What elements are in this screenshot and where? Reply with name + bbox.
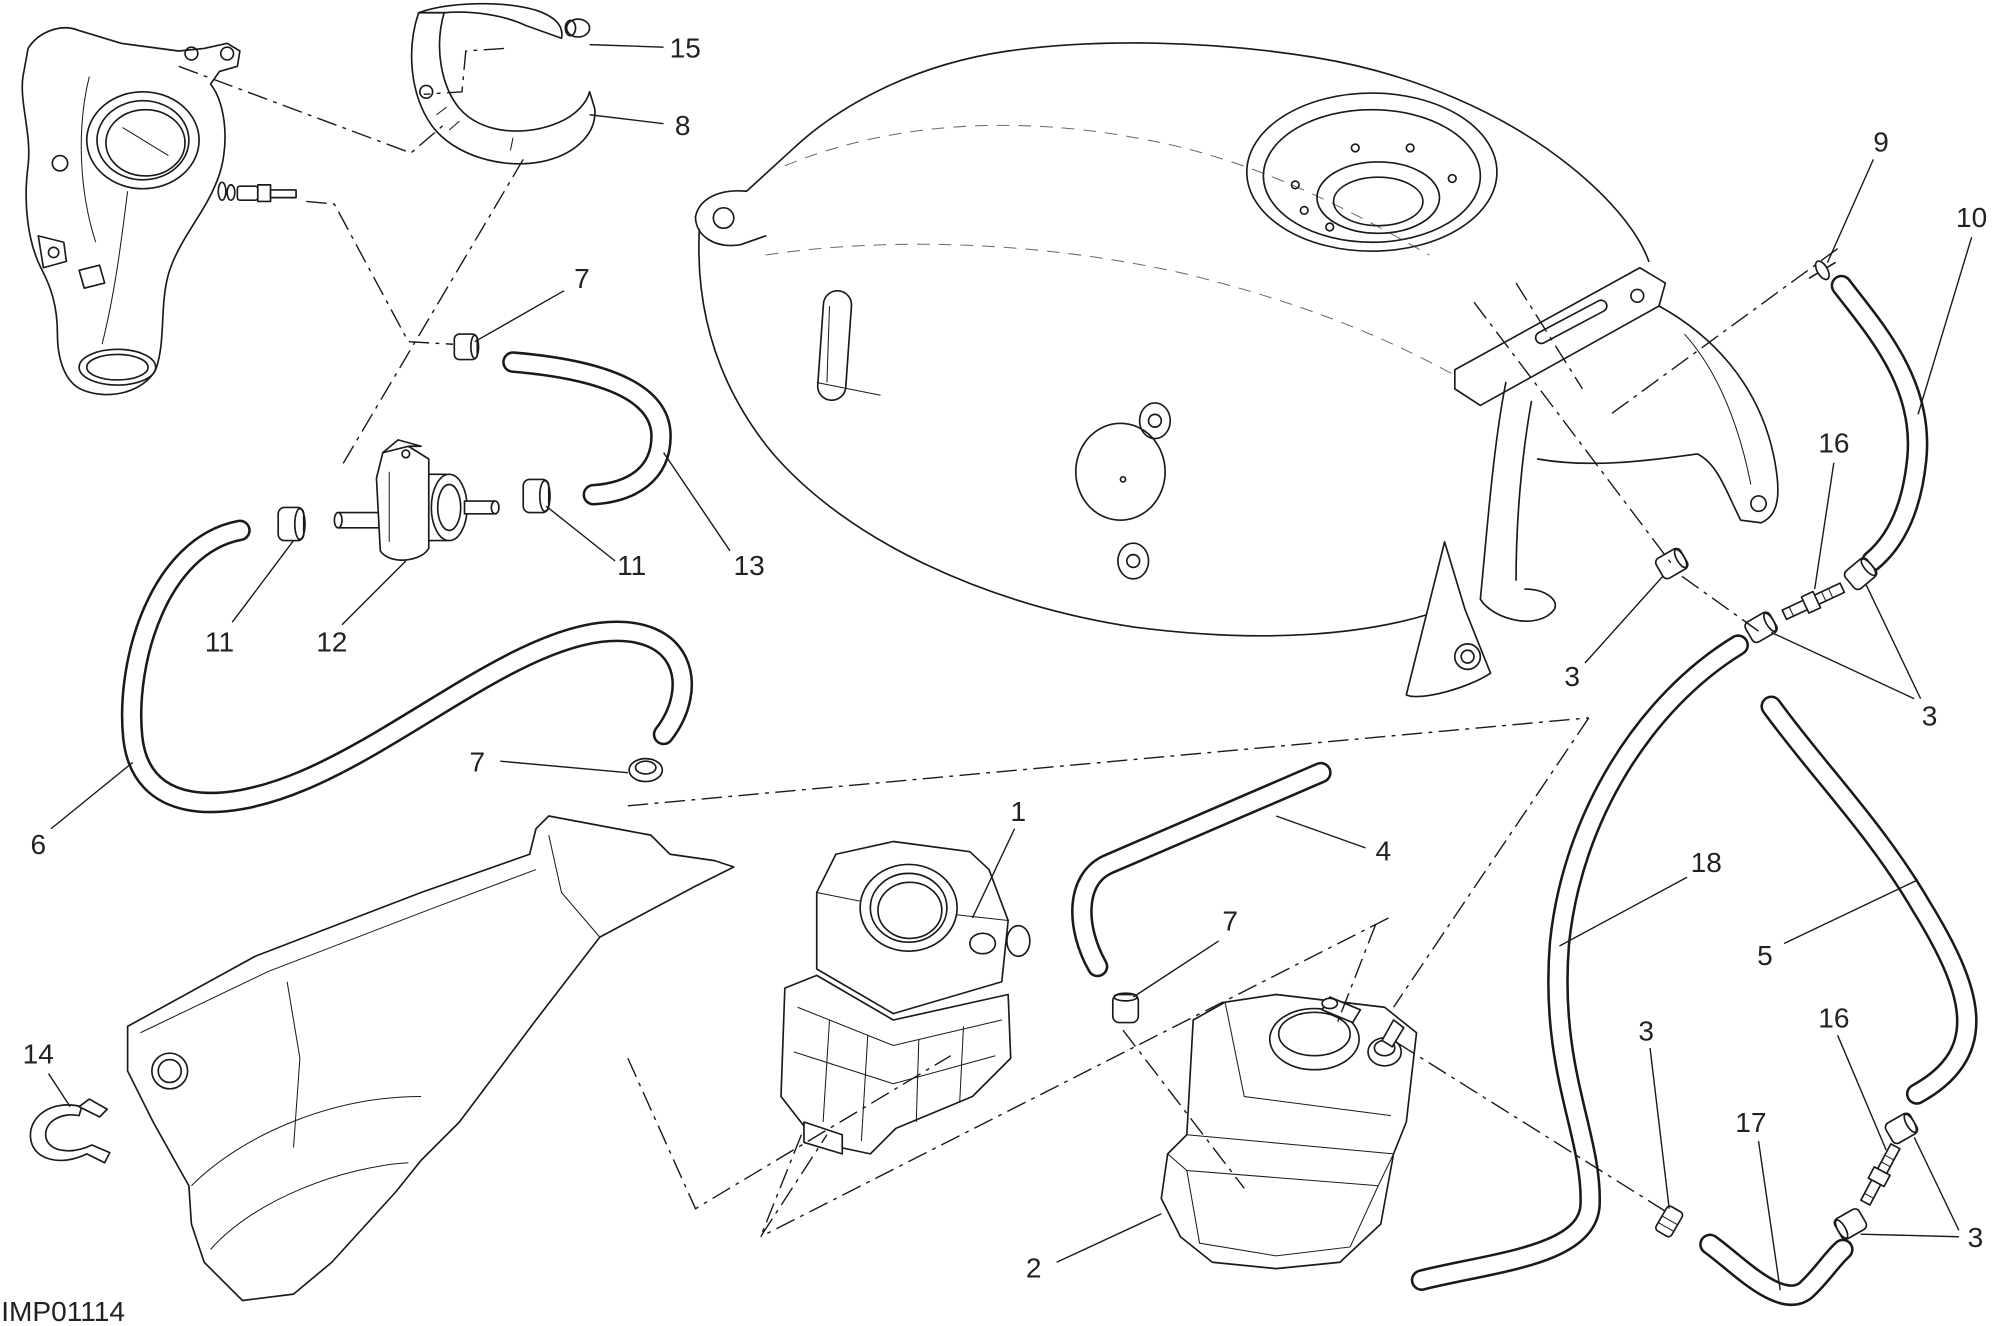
tank-side-disc	[1074, 422, 1166, 522]
hose-clamp	[1111, 992, 1140, 1024]
carbon-canister	[1160, 993, 1418, 1270]
side-cover	[126, 815, 735, 1302]
hose-clamp	[522, 478, 551, 514]
hose-clamp	[1655, 1205, 1684, 1238]
hose-clip	[29, 1098, 111, 1164]
tank-mount-tab	[1405, 541, 1492, 698]
callout-label: 16	[1818, 428, 1849, 459]
callout-label: 9	[1873, 127, 1889, 158]
callout-label: 17	[1735, 1107, 1766, 1138]
filler-recess	[1245, 92, 1498, 253]
hose-5	[1760, 695, 1978, 1105]
hose-clamp	[453, 333, 480, 361]
hose-clamp	[628, 757, 664, 783]
callout-label: 5	[1757, 940, 1773, 971]
tank-bracket	[1453, 266, 1779, 622]
pin	[1808, 260, 1836, 281]
callout-label: 15	[670, 32, 701, 63]
callout-label: 4	[1376, 836, 1392, 867]
callout-label: 12	[316, 627, 347, 658]
sensor	[217, 181, 297, 203]
hose-clamp	[1744, 611, 1778, 644]
leader-lines	[47, 43, 1973, 1291]
purge-valve	[333, 439, 500, 561]
callout-label: 16	[1818, 1003, 1849, 1034]
callout-label: 10	[1956, 202, 1987, 233]
hose-connector	[1860, 1143, 1901, 1206]
callout-label: 3	[1564, 661, 1580, 692]
callout-labels: 15 8 7 13 11 11 12 6 7 1 4 7 14 2 9 10 1…	[23, 32, 1988, 1283]
rubber-cap	[564, 18, 591, 38]
callout-label: 11	[617, 550, 646, 581]
callout-label: 8	[675, 110, 691, 141]
hose-17	[1699, 1233, 1854, 1306]
hose-4	[1071, 761, 1332, 978]
callout-label: 13	[733, 550, 764, 581]
air-box	[780, 840, 1031, 1155]
callout-label: 3	[1968, 1222, 1984, 1253]
hose-18	[1410, 634, 1749, 1291]
callout-label: 18	[1691, 847, 1722, 878]
tank-slot	[816, 289, 881, 402]
tank-bolt	[1138, 402, 1172, 440]
hose-6	[120, 519, 694, 814]
callout-label: 3	[1922, 700, 1938, 731]
hose-13	[502, 351, 672, 506]
tank-bolt	[1117, 542, 1150, 580]
hose-clamp	[277, 506, 306, 542]
callout-label: 2	[1026, 1253, 1042, 1284]
callout-label: 11	[205, 627, 234, 658]
callout-label: 14	[23, 1038, 54, 1069]
callout-label: 6	[30, 829, 46, 860]
callout-label: 7	[1222, 906, 1238, 937]
hose-clamp	[1654, 547, 1689, 580]
hose-clamp	[1843, 557, 1878, 591]
assembly-lines	[178, 47, 1839, 1238]
hose-clamp	[1884, 1112, 1919, 1145]
throttle-body	[21, 27, 297, 396]
callout-label: 7	[574, 263, 590, 294]
callout-label: 1	[1011, 796, 1027, 827]
hose-clamp	[1833, 1208, 1868, 1240]
hose-10	[1830, 274, 1929, 572]
mounting-strap	[410, 2, 596, 165]
callout-label: 3	[1638, 1015, 1654, 1046]
fuel-tank	[694, 42, 1779, 698]
hose-connector	[1781, 582, 1846, 621]
callout-label: 7	[469, 746, 485, 777]
drawing-code: IMP01114	[1, 1296, 125, 1326]
